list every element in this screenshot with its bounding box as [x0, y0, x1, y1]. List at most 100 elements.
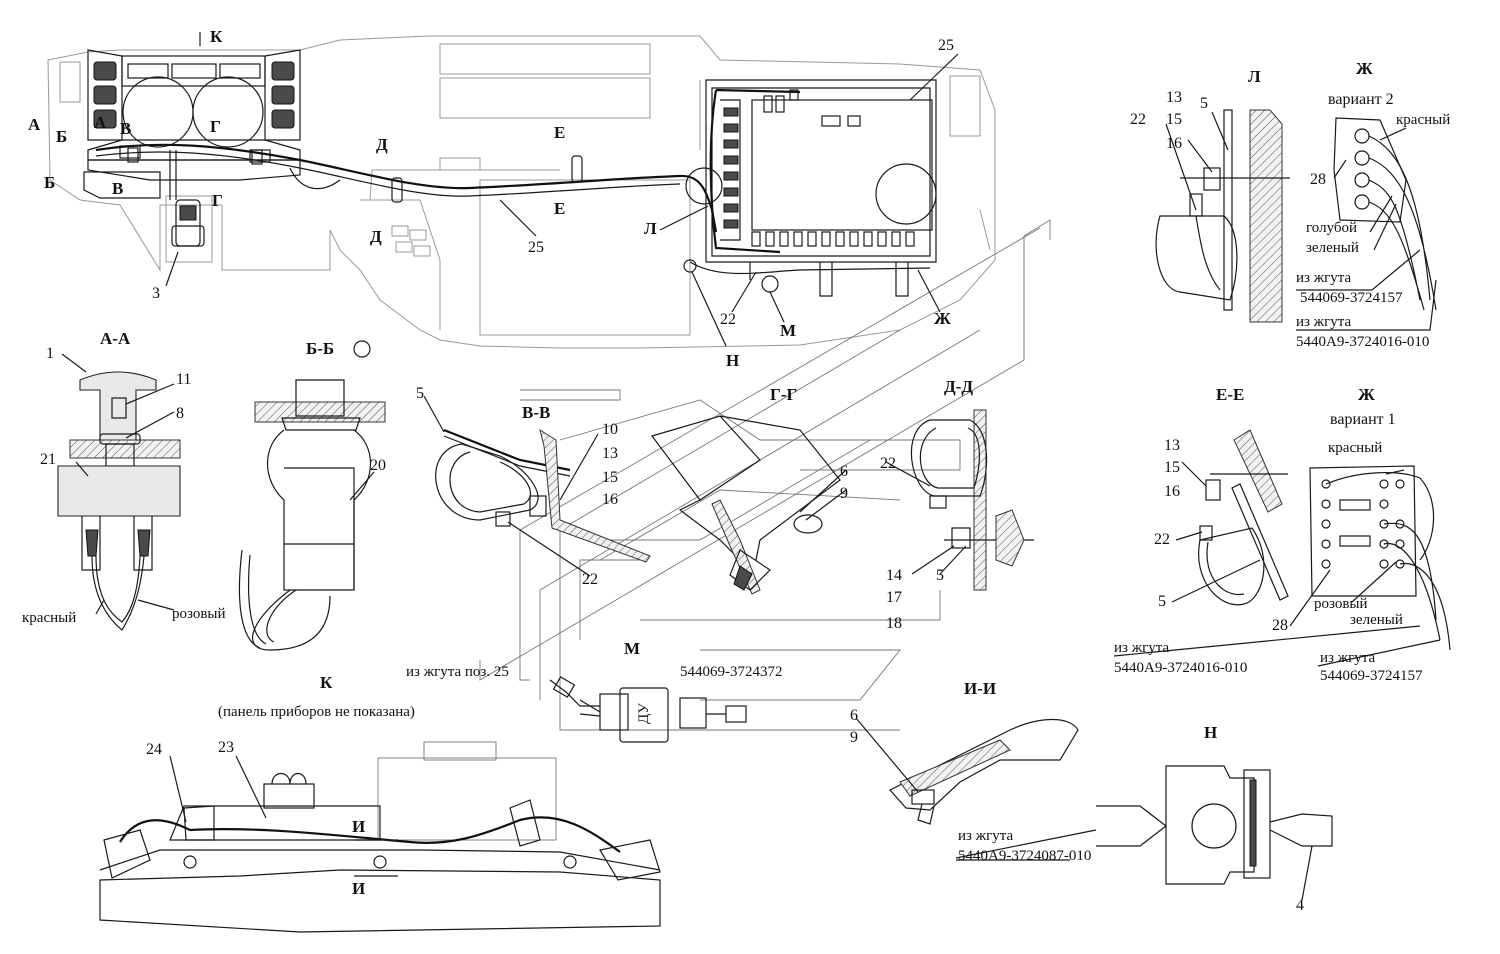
diagram-labels: К А Б А В Б В Г Г Д Д Е Е 25 25 3 Л Ж 22…	[22, 27, 1450, 914]
ee-label-22: 22	[1154, 531, 1170, 548]
vv-label-22: 22	[582, 571, 598, 588]
label-d1: Д	[376, 135, 388, 154]
aa-label-11: 11	[176, 371, 191, 388]
vv-label-13: 13	[602, 445, 618, 462]
section-gg-title: Г-Г	[770, 385, 797, 404]
label-m-ref: М	[780, 321, 796, 340]
section-vv-drawing	[435, 428, 651, 563]
m-label-du: ДУ	[636, 703, 652, 724]
zh1-from1: из жгута	[1114, 640, 1169, 656]
view-k-drawing	[99, 741, 661, 933]
view-zh2-drawing	[1333, 117, 1437, 311]
label-k-top: К	[210, 27, 223, 46]
section-dd-title: Д-Д	[944, 377, 973, 396]
n-label-part: 5440А9-3724087-010	[958, 848, 1091, 864]
section-bb-drawing	[238, 340, 386, 651]
label-v2: В	[112, 179, 123, 198]
label-v1: В	[120, 119, 131, 138]
terminal-grid	[1321, 479, 1405, 569]
zh1-variant: вариант 1	[1330, 411, 1396, 428]
n-label-4: 4	[1296, 897, 1304, 914]
section-ii-drawing	[889, 719, 1079, 825]
zh1-label-28: 28	[1272, 617, 1288, 634]
l-label-22: 22	[1130, 111, 1146, 128]
view-l-title: Л	[1248, 67, 1261, 86]
label-25-top: 25	[938, 37, 954, 54]
ii-label-6: 6	[850, 707, 858, 724]
leader-lines	[61, 32, 1441, 901]
dd-label-5: 5	[936, 567, 944, 584]
label-a2: А	[94, 113, 107, 132]
ee-label-5: 5	[1158, 593, 1166, 610]
label-3: 3	[152, 285, 160, 302]
zh2-part1: 544069-3724157	[1300, 290, 1403, 306]
label-e1: Е	[554, 123, 565, 142]
ee-label-15: 15	[1164, 459, 1180, 476]
view-n-drawing	[1096, 765, 1333, 885]
zh2-green: зеленый	[1306, 240, 1359, 256]
label-d2: Д	[370, 227, 382, 246]
zh1-part2: 544069-3724157	[1320, 668, 1423, 684]
gg-label-6: 6	[840, 463, 848, 480]
label-25-harness: 25	[528, 239, 544, 256]
zh1-part1: 5440А9-3724016-010	[1114, 660, 1247, 676]
aa-label-red: красный	[22, 610, 76, 626]
zh1-from2: из жгута	[1320, 650, 1375, 666]
k-label-i1: И	[352, 817, 365, 836]
dd-label-17: 17	[886, 589, 902, 606]
dd-label-14: 14	[886, 567, 902, 584]
label-22-main: 22	[720, 311, 736, 328]
k-label-i2: И	[352, 879, 365, 898]
n-label-from: из жгута	[958, 828, 1013, 844]
vv-label-15: 15	[602, 469, 618, 486]
m-label-from: из жгута поз. 25	[406, 664, 509, 680]
label-l-ref: Л	[644, 219, 657, 238]
vv-label-5: 5	[416, 385, 424, 402]
label-zh-ref: Ж	[934, 309, 951, 328]
section-ee-drawing	[1198, 429, 1289, 606]
section-aa-drawing	[57, 371, 181, 631]
m-label-part: 544069-3724372	[680, 664, 783, 680]
l-label-16: 16	[1166, 135, 1182, 152]
section-ee-title: Е-Е	[1216, 385, 1244, 404]
fuse-row	[723, 107, 739, 229]
vv-label-10: 10	[602, 421, 618, 438]
aa-label-8: 8	[176, 405, 184, 422]
section-vv-title: В-В	[522, 403, 550, 422]
dd-label-22: 22	[880, 455, 896, 472]
view-m-title: М	[624, 639, 640, 658]
view-zh1-drawing	[1309, 465, 1451, 651]
section-bb-title: Б-Б	[306, 339, 334, 358]
aa-label-pink: розовый	[172, 606, 226, 622]
section-aa-title: А-А	[100, 329, 131, 348]
section-ii-title: И-И	[964, 679, 996, 698]
gg-label-9: 9	[840, 485, 848, 502]
zh1-red: красный	[1328, 440, 1382, 456]
zh2-from2: из жгута	[1296, 314, 1351, 330]
label-e2: Е	[554, 199, 565, 218]
k-label-23: 23	[218, 739, 234, 756]
ee-label-16: 16	[1164, 483, 1180, 500]
zh2-red: красный	[1396, 112, 1450, 128]
l-label-13: 13	[1166, 89, 1182, 106]
view-l-drawing	[1155, 109, 1290, 323]
dashboard-main-view	[47, 35, 996, 349]
dd-label-18: 18	[886, 615, 902, 632]
l-label-15: 15	[1166, 111, 1182, 128]
zh1-pink: розовый	[1314, 596, 1368, 612]
view-k-title: К	[320, 673, 333, 692]
view-n-title: Н	[1204, 723, 1217, 742]
view-zh2-title: Ж	[1356, 59, 1373, 78]
ii-label-9: 9	[850, 729, 858, 746]
aa-label-1: 1	[46, 345, 54, 362]
zh2-variant: вариант 2	[1328, 91, 1394, 108]
label-b1: Б	[56, 127, 67, 146]
zh2-blue: голубой	[1306, 220, 1357, 236]
zh2-from1: из жгута	[1296, 270, 1351, 286]
section-dd-drawing	[910, 409, 1034, 591]
label-a1: А	[28, 115, 41, 134]
zh1-green: зеленый	[1350, 612, 1403, 628]
section-gg-drawing	[651, 415, 841, 595]
